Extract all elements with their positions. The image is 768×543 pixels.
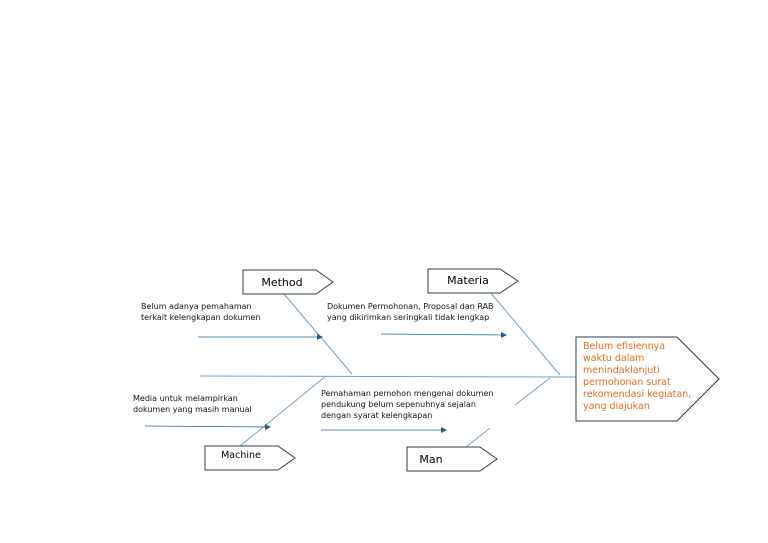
man-box: Man bbox=[406, 446, 498, 472]
man-bone-lower bbox=[465, 427, 491, 448]
materia-bone bbox=[489, 291, 561, 376]
effect-box: Belum efisiennya waktu dalam menindaklan… bbox=[575, 336, 720, 422]
man-cause-text: Pemahaman pemohon mengenai dokumen pendu… bbox=[321, 389, 496, 420]
materia-cause-line: Dokumen Permohonan, Proposal dan RAB bbox=[327, 302, 494, 311]
man-cause-line: Pemahaman pemohon mengenai dokumen bbox=[321, 389, 493, 398]
effect-line: waktu dalam bbox=[583, 353, 644, 364]
man-cause-line: dengan syarat kelengkapan bbox=[321, 411, 432, 420]
materia-cause-text: Dokumen Permohonan, Proposal dan RAB yan… bbox=[327, 302, 496, 322]
effect-line: rekomendasi kegiatan, bbox=[583, 389, 691, 400]
machine-cause-arrow bbox=[144, 423, 271, 430]
machine-bone bbox=[239, 375, 327, 447]
effect-line: Belum efisiennya bbox=[583, 341, 665, 352]
machine-cause-line: dokumen yang masih manual bbox=[133, 405, 252, 414]
effect-line: yang diajukan bbox=[583, 401, 650, 412]
method-cause-text: Belum adanya pemahaman terkait kelengkap… bbox=[141, 302, 260, 322]
effect-line: menindaklanjuti bbox=[583, 365, 660, 376]
materia-box: Materia bbox=[427, 268, 519, 294]
method-cause-line: Belum adanya pemahaman bbox=[141, 302, 252, 311]
method-label: Method bbox=[261, 276, 302, 289]
machine-cause-line: Media untuk melampirkan bbox=[133, 394, 238, 403]
man-bone-upper bbox=[514, 377, 551, 406]
materia-cause-line: yang dikirimkan seringkali tidak lengkap bbox=[327, 313, 489, 322]
machine-label: Machine bbox=[221, 450, 261, 461]
man-label: Man bbox=[419, 453, 442, 466]
effect-line: permohonan surat bbox=[583, 377, 671, 388]
method-box: Method bbox=[242, 269, 334, 295]
materia-label: Materia bbox=[447, 274, 489, 287]
effect-text: Belum efisiennya waktu dalam menindaklan… bbox=[583, 341, 694, 412]
fishbone-spine bbox=[199, 375, 577, 378]
man-cause-line: pendukung belum sepenuhnya sejalan bbox=[321, 400, 476, 409]
machine-box: Machine bbox=[204, 445, 296, 471]
materia-cause-arrow bbox=[380, 331, 507, 338]
machine-cause-text: Media untuk melampirkan dokumen yang mas… bbox=[133, 394, 252, 414]
method-cause-line: terkait kelengkapan dokumen bbox=[141, 313, 260, 322]
